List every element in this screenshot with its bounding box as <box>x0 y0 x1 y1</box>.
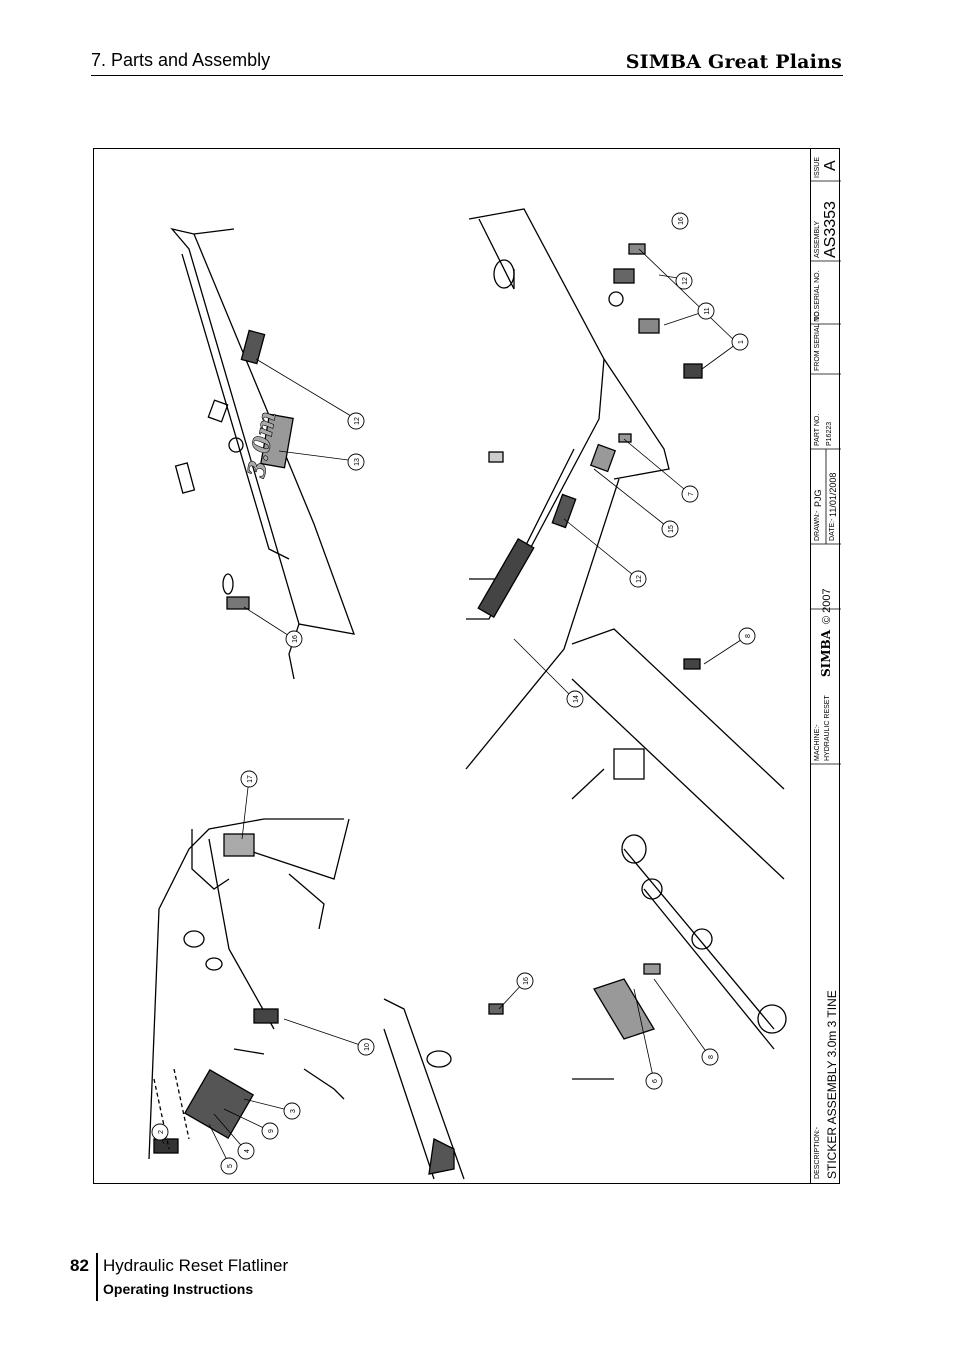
callout-balloons <box>151 212 756 1175</box>
callout-4: 4 <box>244 1149 251 1153</box>
callout-13: 13 <box>354 458 361 466</box>
leader-lines <box>159 248 748 1165</box>
callout-8b: 8 <box>708 1055 715 1059</box>
callout-2: 2 <box>158 1130 165 1134</box>
drawn-label: DRAWN:- <box>814 510 821 541</box>
view-cylinder <box>571 628 787 1080</box>
callout-16c: 16 <box>523 977 530 985</box>
callout-7: 7 <box>688 492 695 496</box>
footer-title: Hydraulic Reset Flatliner <box>103 1256 289 1275</box>
drawn-value: PJG <box>813 489 823 507</box>
footer-subtitle: Operating Instructions <box>103 1281 254 1297</box>
machine-label: MACHINE:- <box>814 724 821 761</box>
issue-label: ISSUE <box>814 156 821 178</box>
assembly-drawing: 12 13 16 16 12 11 1 7 15 12 8 14 16 8 6 … <box>93 148 841 1184</box>
callout-12b: 12 <box>682 277 689 285</box>
title-block: DESCRIPTION:- STICKER ASSEMBLY 3.0m 3 TI… <box>810 149 841 1183</box>
description-value: STICKER ASSEMBLY 3.0m 3 TINE <box>825 990 839 1179</box>
callout-10: 10 <box>364 1043 371 1051</box>
view-tine-bracket <box>148 818 350 1160</box>
callout-11: 11 <box>704 307 711 314</box>
callout-9: 9 <box>268 1129 275 1133</box>
callout-12c: 12 <box>636 575 643 583</box>
view-beam-top <box>170 227 355 680</box>
callout-5: 5 <box>227 1164 234 1168</box>
date-value: 11/01/2008 <box>828 472 838 517</box>
simba-logo: SIMBA <box>819 629 833 677</box>
description-label: DESCRIPTION:- <box>814 1126 821 1179</box>
callout-16a: 16 <box>292 635 299 643</box>
to-serial-label: TO SERIAL NO. <box>814 270 821 321</box>
callout-16b: 16 <box>678 217 685 225</box>
view-inset <box>383 998 504 1180</box>
callout-14: 14 <box>573 695 580 703</box>
assembly-value: AS3353 <box>822 201 839 258</box>
header-rule <box>91 75 843 76</box>
footer-divider <box>96 1253 98 1301</box>
issue-value: A <box>822 160 839 171</box>
sticker-3m-text: 3.0m <box>241 409 281 480</box>
assembly-label: ASSEMBLY <box>814 220 821 258</box>
part-no-value: P16223 <box>826 421 833 446</box>
date-label: DATE:- <box>829 518 836 541</box>
callout-12a: 12 <box>354 417 361 425</box>
machine-value: HYDRAULIC RESET <box>824 695 831 761</box>
title-block-grid <box>811 180 841 765</box>
callout-8a: 8 <box>745 634 752 638</box>
part-no-label: PART NO. <box>814 413 821 446</box>
callout-3: 3 <box>290 1109 297 1113</box>
drawing-illustration: 12 13 16 16 12 11 1 7 15 12 8 14 16 8 6 … <box>148 208 787 1180</box>
header-section-title: 7. Parts and Assembly <box>91 50 271 70</box>
callout-1: 1 <box>738 340 745 344</box>
copyright-text: © 2007 <box>821 588 833 624</box>
page-number: 82 <box>70 1256 89 1275</box>
view-frame-right <box>465 208 703 770</box>
brand-logo: SIMBA Great Plains <box>625 51 842 73</box>
callout-17: 17 <box>247 775 254 783</box>
callout-15: 15 <box>668 525 675 533</box>
callout-6: 6 <box>652 1079 659 1083</box>
callout-numbers: 12 13 16 16 12 11 1 7 15 12 8 14 16 8 6 … <box>158 217 752 1168</box>
